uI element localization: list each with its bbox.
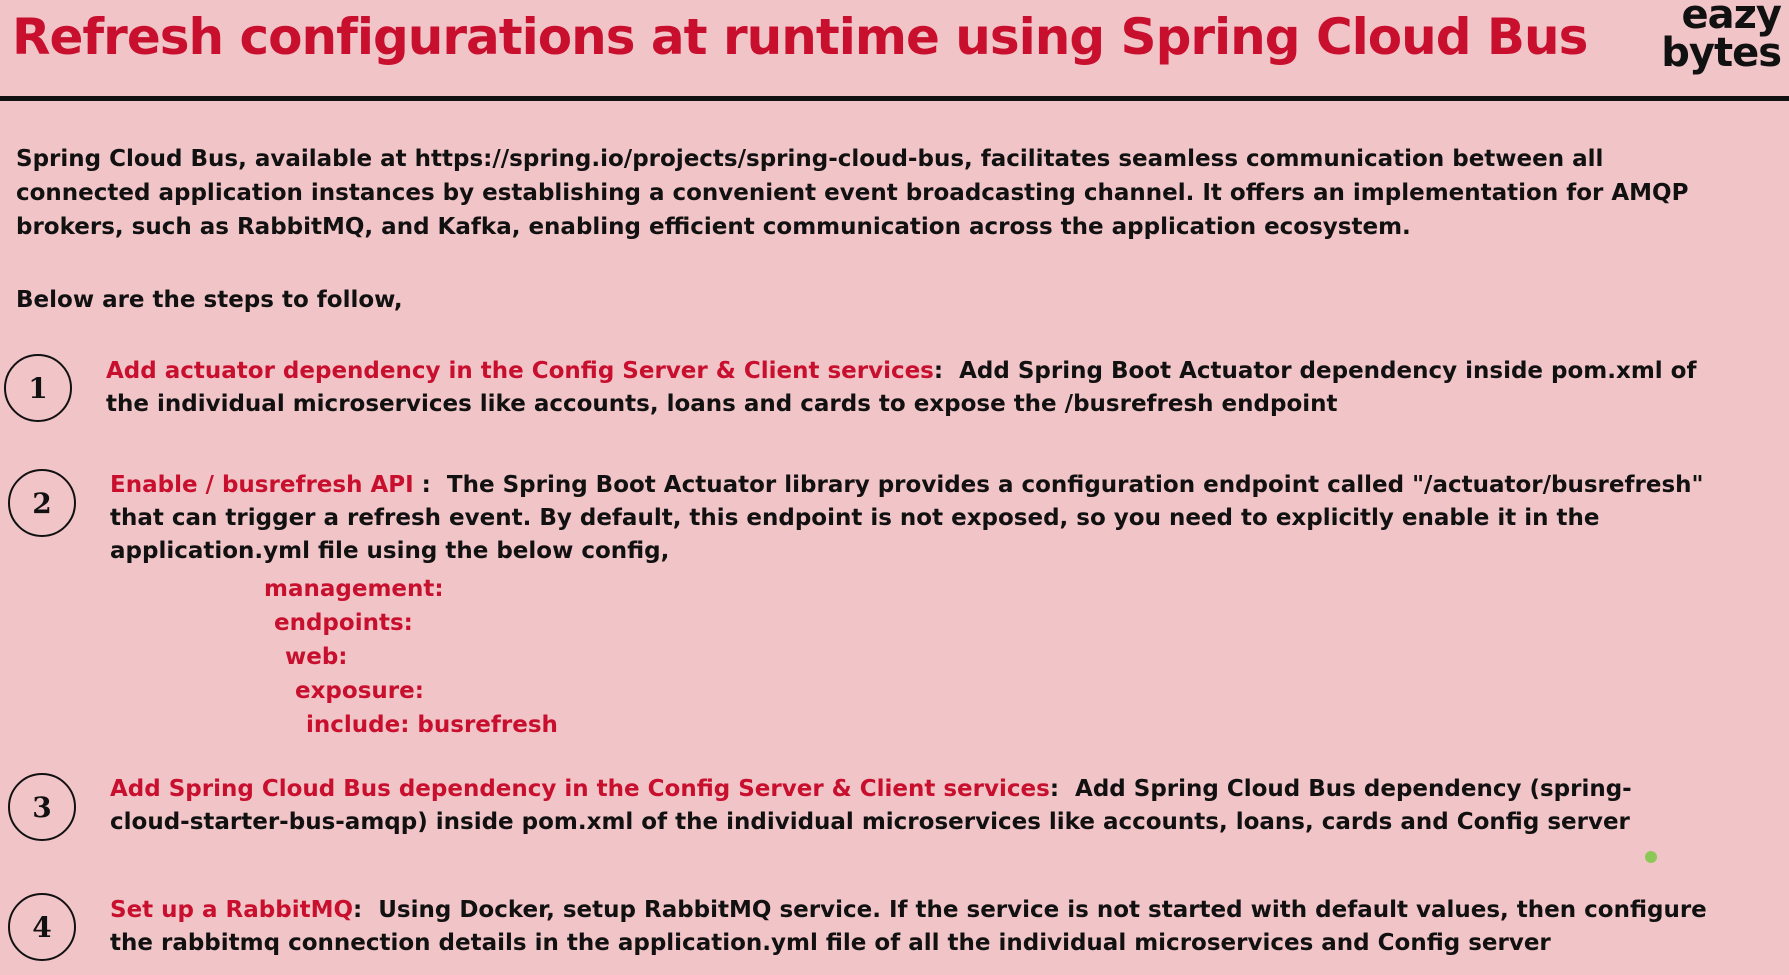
step-number-1: 1 [4,354,72,422]
page-title: Refresh configurations at runtime using … [12,8,1588,66]
header-divider [0,96,1789,101]
step-3-separator: : [1049,776,1060,802]
step-4-separator: : [353,897,363,923]
step-3-body: Add Spring Cloud Bus dependency (spring-… [110,776,1632,835]
step-4: Set up a RabbitMQ: Using Docker, setup R… [110,894,1710,960]
step-2: Enable / busrefresh API : The Spring Boo… [110,469,1710,568]
intro-paragraph: Spring Cloud Bus, available at https://s… [16,146,1689,240]
yaml-line-management: management: [264,576,444,602]
yaml-line-exposure: exposure: [295,678,424,704]
step-4-body: Using Docker, setup RabbitMQ service. If… [110,897,1707,956]
step-number-3: 3 [8,773,76,841]
yaml-line-web: web: [285,644,348,670]
step-1: Add actuator dependency in the Config Se… [106,355,1706,421]
steps-intro: Below are the steps to follow, [16,287,403,313]
step-2-separator: : [413,472,431,498]
yaml-line-endpoints: endpoints: [274,610,413,636]
yaml-config-block: management: endpoints: web: exposure: in… [264,572,558,742]
step-2-body: The Spring Boot Actuator library provide… [110,472,1704,564]
eazybytes-logo: eazy bytes [1661,0,1782,76]
cursor-dot [1645,851,1657,863]
step-3-title: Add Spring Cloud Bus dependency in the C… [110,776,1050,802]
step-number-4: 4 [8,893,76,961]
step-number-2: 2 [8,469,76,537]
step-1-separator: : [933,358,944,384]
step-1-body: Add Spring Boot Actuator dependency insi… [106,358,1697,417]
step-3: Add Spring Cloud Bus dependency in the C… [110,773,1710,839]
logo-line-1: eazy [1681,0,1782,38]
step-1-title: Add actuator dependency in the Config Se… [106,358,934,384]
step-2-title: Enable / busrefresh API [110,472,414,498]
yaml-line-include: include: busrefresh [306,712,558,738]
logo-line-2: bytes [1661,30,1782,76]
step-4-title: Set up a RabbitMQ [110,897,354,923]
